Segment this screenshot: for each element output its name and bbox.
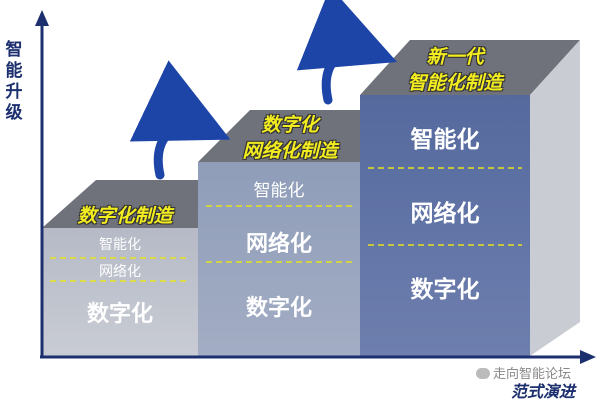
stage3-layer-digital: 数字化	[410, 277, 480, 303]
layer-dividers	[50, 167, 522, 282]
x-axis-arrow-icon	[580, 350, 596, 364]
x-axis-label: 范式演进	[510, 382, 575, 401]
stage1-layer-intelligent: 智能化	[99, 237, 141, 253]
stage2-layer-networked: 网络化	[245, 232, 312, 257]
stage3-title-line1: 新一代	[426, 46, 484, 68]
y-axis-label: 智能升级	[5, 40, 23, 123]
stage3-layer-intelligent: 智能化	[410, 127, 480, 153]
stage2-layer-digital: 数字化	[245, 296, 312, 321]
y-axis-arrow-icon	[35, 10, 49, 26]
stage3-side	[530, 40, 580, 356]
stage3-title-line2: 智能化制造	[407, 72, 503, 94]
watermark-text: 走向智能论坛	[493, 367, 572, 382]
stage1-title: 数字化制造	[77, 205, 173, 227]
wechat-icon	[476, 368, 490, 379]
stage3-top	[360, 40, 580, 95]
stage2-layer-intelligent: 智能化	[253, 181, 305, 201]
stage2-title-line2: 网络化制造	[242, 140, 338, 162]
stage3-front	[360, 95, 530, 356]
stage2-top	[198, 110, 412, 162]
stage1-front	[42, 228, 198, 356]
stage3-layer-networked: 网络化	[410, 201, 480, 227]
stage2-title-line1: 数字化	[261, 114, 319, 136]
curved-arrow-1-icon	[129, 60, 231, 180]
watermark: 走向智能论坛	[476, 363, 571, 382]
curved-arrow-2-icon	[296, 0, 398, 105]
stage1-layer-digital: 数字化	[86, 302, 153, 327]
stage2-front	[198, 162, 360, 356]
stage1-layer-networked: 网络化	[99, 264, 141, 280]
